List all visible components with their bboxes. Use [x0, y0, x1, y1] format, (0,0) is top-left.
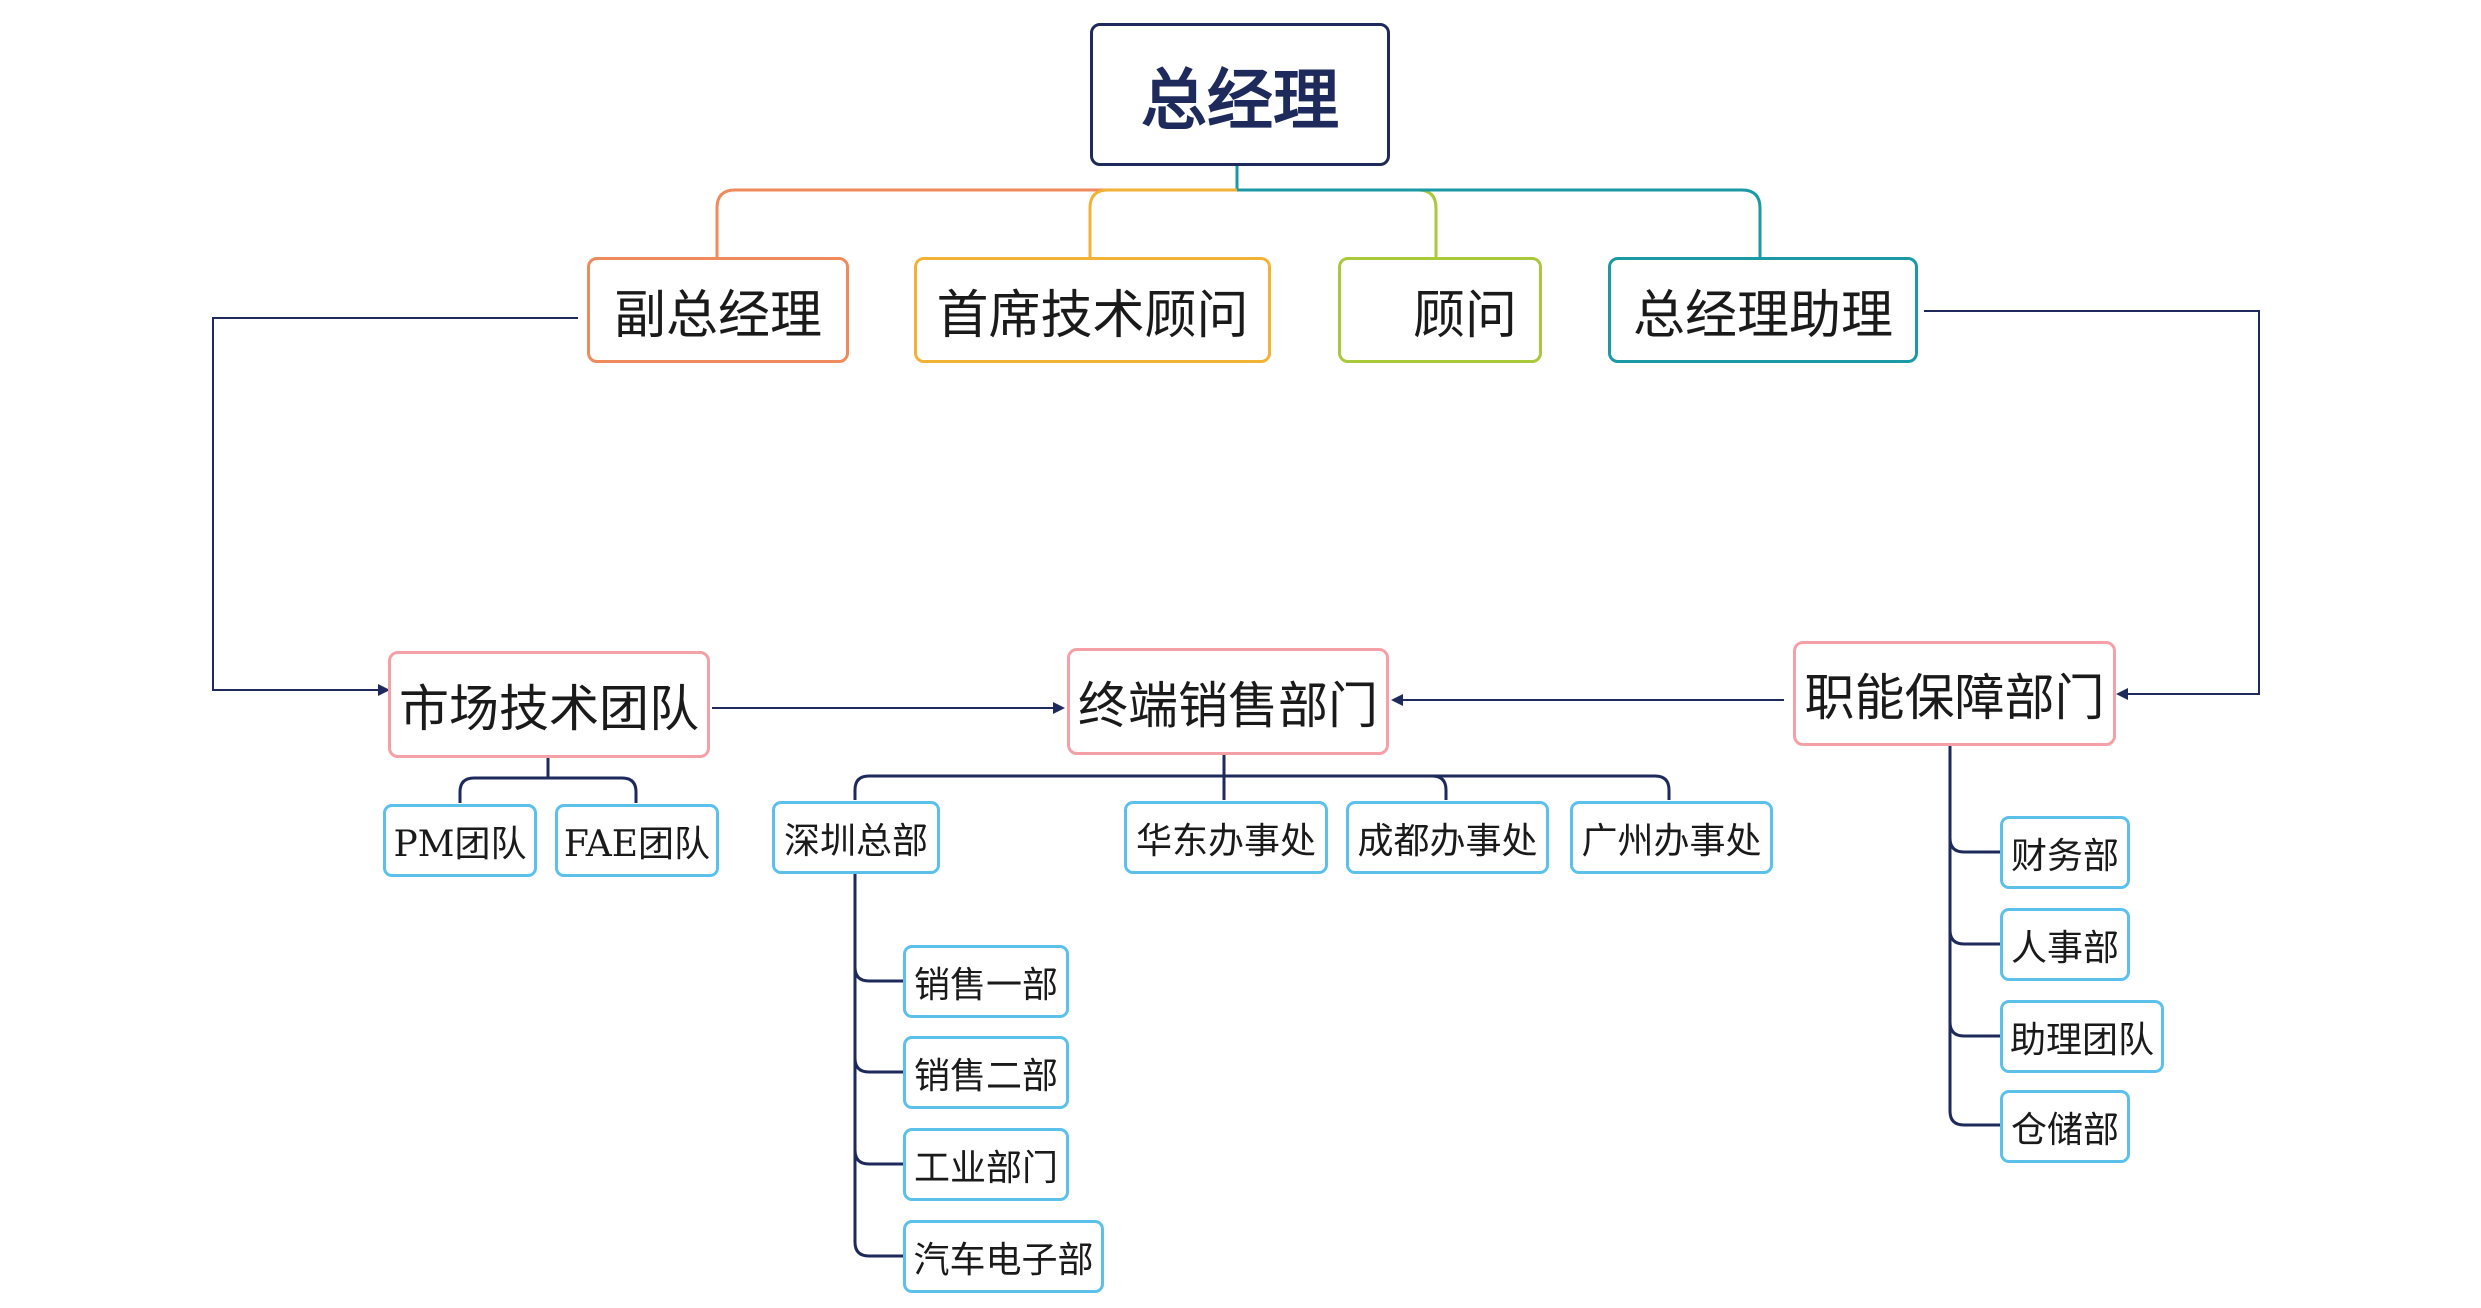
fae-team-node: FAE团队 — [555, 804, 719, 877]
guangzhou-office-label: 广州办事处 — [1581, 820, 1762, 862]
finance-dept-label: 财务部 — [2010, 835, 2119, 877]
sales-dept-1-label: 销售一部 — [913, 964, 1058, 1006]
sales-dept-1-node: 销售一部 — [903, 945, 1069, 1018]
warehouse-dept-label: 仓储部 — [2010, 1109, 2119, 1151]
sales-dept-2-node: 销售二部 — [903, 1036, 1069, 1109]
chief-advisor-label: 首席技术顾问 — [936, 285, 1249, 346]
east-china-office-label: 华东办事处 — [1135, 820, 1316, 862]
sales-dept-2-label: 销售二部 — [913, 1055, 1058, 1097]
guangzhou-office-node: 广州办事处 — [1570, 801, 1773, 874]
east-china-office-node: 华东办事处 — [1124, 801, 1328, 874]
shenzhen-hq-node: 深圳总部 — [772, 801, 940, 874]
market-tech-team-node: 市场技术团队 — [388, 651, 710, 758]
vice-gm-node: 副总经理 — [587, 257, 849, 363]
gm-assistant-label: 总经理助理 — [1632, 285, 1893, 346]
vice-gm-label: 副总经理 — [613, 285, 822, 346]
industrial-dept-label: 工业部门 — [913, 1147, 1058, 1189]
market-tech-team-label: 市场技术团队 — [399, 679, 699, 738]
chengdu-office-label: 成都办事处 — [1357, 820, 1538, 862]
assistant-team-node: 助理团队 — [2000, 1000, 2164, 1073]
support-dept-node: 职能保障部门 — [1793, 641, 2116, 746]
advisor-label: 顾问 — [1412, 285, 1517, 346]
advisor-node: 顾问 — [1338, 257, 1542, 363]
general-manager-node: 总经理 — [1090, 23, 1390, 166]
chengdu-office-node: 成都办事处 — [1346, 801, 1549, 874]
pm-team-label: PM团队 — [393, 823, 527, 865]
support-dept-label: 职能保障部门 — [1804, 668, 2105, 727]
chief-advisor-node: 首席技术顾问 — [914, 257, 1271, 363]
fae-team-label: FAE团队 — [563, 823, 711, 865]
terminal-sales-dept-node: 终端销售部门 — [1067, 648, 1389, 755]
hr-dept-node: 人事部 — [2000, 908, 2130, 981]
terminal-sales-dept-label: 终端销售部门 — [1078, 676, 1378, 735]
auto-electronics-dept-label: 汽车电子部 — [913, 1239, 1094, 1281]
assistant-team-label: 助理团队 — [2009, 1019, 2154, 1061]
pm-team-node: PM团队 — [383, 804, 537, 877]
general-manager-label: 总经理 — [1141, 61, 1339, 139]
warehouse-dept-node: 仓储部 — [2000, 1090, 2130, 1163]
hr-dept-label: 人事部 — [2010, 927, 2119, 969]
auto-electronics-dept-node: 汽车电子部 — [903, 1220, 1104, 1293]
finance-dept-node: 财务部 — [2000, 816, 2130, 889]
industrial-dept-node: 工业部门 — [903, 1128, 1069, 1201]
shenzhen-hq-label: 深圳总部 — [783, 820, 928, 862]
gm-assistant-node: 总经理助理 — [1608, 257, 1918, 363]
